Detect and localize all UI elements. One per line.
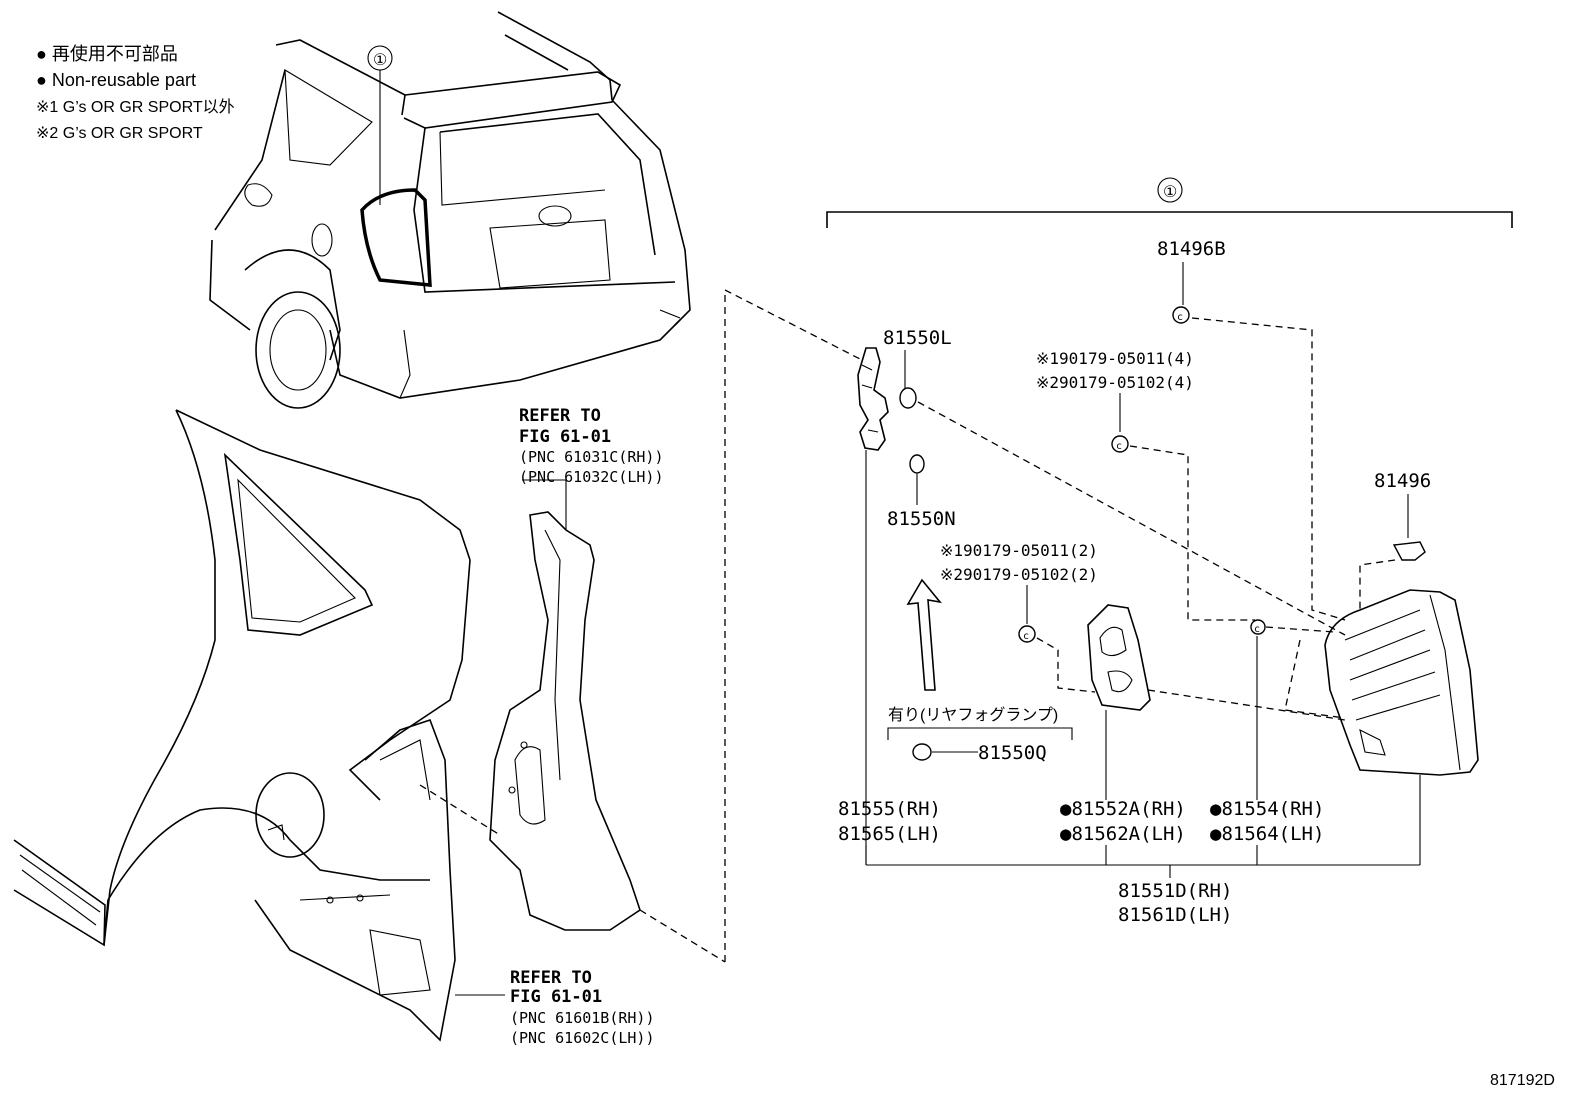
tail-lamp: [1284, 589, 1479, 865]
refer-lower-line-2: FIG 61-01: [510, 987, 602, 1007]
refer-lower-line-3: (PNC 61601B(RH)): [510, 1009, 655, 1027]
legend-line-4: ※2 G’s OR GR SPORT: [36, 125, 203, 142]
screw-b-label-1: ※190179-05011(2): [940, 541, 1098, 560]
svg-text:c: c: [1177, 312, 1183, 323]
legend: ● 再使用不可部品 ● Non-reusable part ※1 G’s OR …: [36, 44, 235, 142]
part-81496-label: 81496: [1374, 470, 1431, 492]
quarter-panel-illustration: [13, 409, 505, 1042]
part-81565-label: 81565(LH): [838, 823, 941, 845]
part-81564-label: ●81564(LH): [1210, 823, 1324, 845]
part-81496B-label: 81496B: [1157, 238, 1226, 260]
part-81552A-label: ●81552A(RH): [1060, 798, 1186, 820]
refer-upper-line-2: FIG 61-01: [519, 427, 611, 447]
screw-a-label-2: ※290179-05102(4): [1036, 373, 1194, 392]
socket-harness: [857, 347, 889, 865]
refer-upper-line-1: REFER TO: [519, 406, 601, 426]
refer-lower: REFER TO FIG 61-01 (PNC 61601B(RH)) (PNC…: [510, 968, 655, 1047]
refer-lower-line-4: (PNC 61602C(LH)): [510, 1029, 655, 1047]
part-81550Q-label: 81550Q: [978, 742, 1047, 764]
legend-line-3: ※1 G’s OR GR SPORT以外: [36, 98, 235, 116]
legend-line-2: ● Non-reusable part: [36, 70, 196, 90]
refer-lower-line-1: REFER TO: [510, 968, 592, 988]
screw-group-a: ※190179-05011(4) ※290179-05102(4) c: [1036, 349, 1255, 621]
screw-group-b: ※190179-05011(2) ※290179-05102(2) c: [940, 541, 1098, 693]
up-arrow: [906, 578, 942, 691]
part-81554-label: ●81554(RH): [1210, 798, 1324, 820]
car-rear-illustration: ①: [209, 11, 691, 409]
refer-upper-line-3: (PNC 61031C(RH)): [519, 448, 664, 466]
gasket: [1087, 604, 1346, 800]
clip-c: c: [1250, 619, 1336, 800]
part-81550L-label: 81550L: [883, 327, 952, 349]
screw-b-label-2: ※290179-05102(2): [940, 565, 1098, 584]
refer-upper-line-4: (PNC 61032C(LH)): [519, 468, 664, 486]
svg-text:c: c: [1116, 441, 1122, 452]
part-81550L: 81550L: [883, 327, 1346, 636]
part-81496: 81496: [1359, 470, 1431, 612]
fog-note-label: 有り(リヤフォグランプ): [888, 706, 1058, 724]
part-81555-label: 81555(RH): [838, 798, 941, 820]
callout-top-label: ①: [373, 50, 387, 69]
svg-text:c: c: [1023, 631, 1029, 642]
part-81562A-label: ●81562A(LH): [1060, 823, 1186, 845]
part-81550N: 81550N: [887, 454, 956, 530]
svg-text:c: c: [1254, 624, 1260, 635]
figure-id: 817192D: [1490, 1072, 1555, 1089]
fog-lamp-group: 有り(リヤフォグランプ) 81550Q: [887, 706, 1073, 764]
pillar-illustration: [489, 479, 641, 931]
lower-labels: 81555(RH) 81565(LH) ●81552A(RH) ●81562A(…: [838, 798, 1420, 926]
legend-line-1: ● 再使用不可部品: [36, 44, 178, 64]
refer-upper: REFER TO FIG 61-01 (PNC 61031C(RH)) (PNC…: [519, 406, 664, 486]
assembly-bracket: ①: [826, 177, 1513, 228]
callout-assembly-label: ①: [1163, 182, 1177, 201]
part-81561D-label: 81561D(LH): [1118, 904, 1232, 926]
screw-a-label-1: ※190179-05011(4): [1036, 349, 1194, 368]
part-81551D-label: 81551D(RH): [1118, 880, 1232, 902]
part-81550N-label: 81550N: [887, 508, 956, 530]
part-81496B: 81496B c: [1157, 238, 1346, 621]
